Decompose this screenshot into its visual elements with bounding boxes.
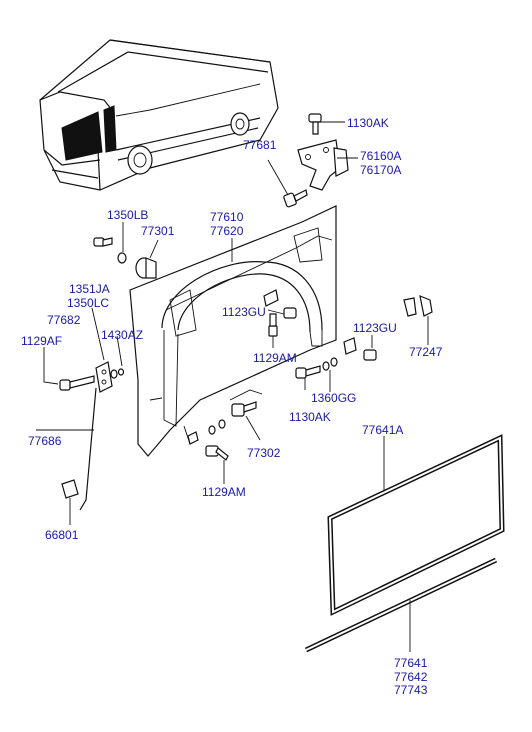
bolt-77681 (283, 189, 308, 208)
bus-illustration (39, 39, 279, 191)
bolt-1129AM-bottom (205, 445, 229, 461)
label-1130AK-top: 1130AK (347, 116, 389, 130)
fender-panel (129, 205, 337, 457)
stud-1129AM-mid (268, 313, 278, 337)
label-1123GU-left: 1123GU (222, 305, 266, 319)
label-1351JA: 1351JA (69, 282, 110, 296)
label-1129AM-mid: 1129AM (253, 351, 297, 365)
label-1430AZ: 1430AZ (101, 328, 143, 342)
seal-strip (304, 557, 498, 653)
screw-1350LB (93, 237, 127, 264)
label-76170A: 76170A (360, 163, 401, 177)
label-77247: 77247 (409, 345, 443, 359)
label-77686: 77686 (28, 434, 62, 448)
label-77301: 77301 (141, 224, 175, 238)
label-77620: 77620 (210, 224, 244, 238)
seal-frame-77641A (327, 434, 505, 616)
label-1350LC: 1350LC (67, 296, 109, 310)
nut-1123GU-left (263, 289, 297, 319)
label-77302: 77302 (247, 446, 281, 460)
label-1123GU-right: 1123GU (353, 321, 397, 335)
label-77743: 77743 (394, 683, 428, 697)
label-1130AK-mid: 1130AK (289, 410, 331, 424)
label-77642: 77642 (394, 670, 428, 684)
nut-1123GU-right (330, 337, 377, 367)
label-77610: 77610 (210, 210, 244, 224)
fixings-77302 (187, 401, 257, 445)
hinge-bracket (59, 361, 125, 511)
label-1129AF: 1129AF (21, 334, 62, 348)
bumper-77301 (135, 257, 157, 279)
label-77681: 77681 (243, 138, 277, 152)
bolt-1130AK-mid (295, 361, 330, 379)
label-77641A: 77641A (362, 423, 403, 437)
clip-77247 (403, 295, 433, 317)
label-77682: 77682 (47, 313, 81, 327)
label-1350LB: 1350LB (107, 208, 148, 222)
label-76160A: 76160A (360, 149, 401, 163)
label-1129AM-bottom: 1129AM (202, 485, 246, 499)
label-77641: 77641 (394, 656, 428, 670)
bracket-assembly (297, 113, 349, 191)
label-1360GG: 1360GG (311, 391, 356, 405)
label-66801: 66801 (45, 528, 79, 542)
